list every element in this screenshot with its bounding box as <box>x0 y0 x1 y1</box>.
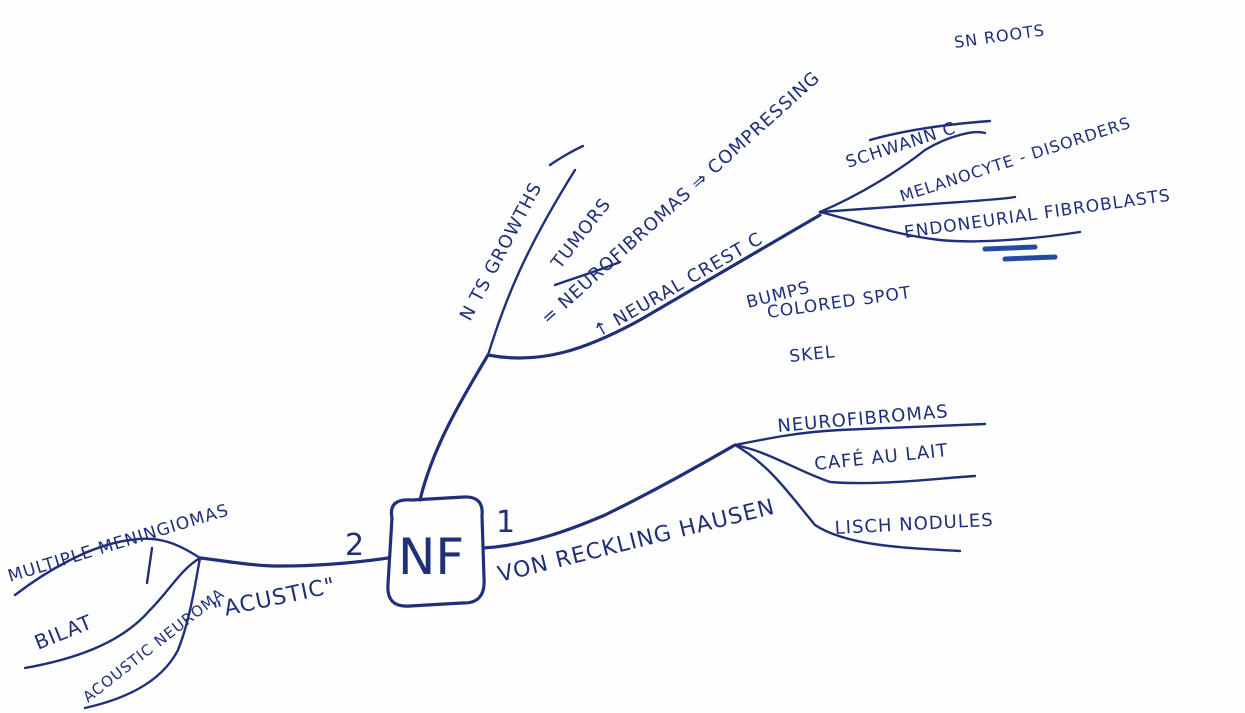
underline-tumors <box>553 260 622 287</box>
branch-lisch <box>733 443 962 553</box>
branch-upper-stem <box>418 353 490 502</box>
branch-neurofibromas <box>733 422 987 447</box>
branch-melanocyte <box>818 195 1017 214</box>
underline-schwann <box>868 119 992 142</box>
label-sn-roots: SN ROOTS <box>953 20 1046 52</box>
center-box <box>386 495 486 608</box>
label-nts-growths: N TS GROWTHS <box>456 179 547 325</box>
branch-endoneurial <box>818 210 1082 243</box>
type1-feature-neurofibromas: NEUROFIBROMAS <box>777 401 950 437</box>
branch-type2 <box>198 556 390 568</box>
branch-cafe-au-lait <box>733 443 977 485</box>
type2-name: "ACUSTIC" <box>211 574 338 624</box>
center-label: NF <box>398 528 464 586</box>
branch-type1 <box>481 443 737 550</box>
underline-heavy-1 <box>982 244 1038 252</box>
branch-meningiomas <box>13 537 202 597</box>
type1-number: 1 <box>496 505 515 540</box>
crest-endoneurial: ENDONEURIAL FIBROBLASTS <box>903 186 1172 243</box>
type2-feature-bilat: BILAT <box>31 610 96 655</box>
crest-schwann: SCHWANN C <box>843 118 958 172</box>
branch-acoustic-neuroma <box>83 556 202 710</box>
type1-feature-lisch: LISCH NODULES <box>834 510 994 539</box>
type1-feature-cafe-au-lait: CAFÉ AU LAIT <box>813 439 949 475</box>
finding-skel: SKEL <box>788 342 836 367</box>
divider-stroke <box>145 546 154 585</box>
type1-name: VON RECKLING HAUSEN <box>495 495 777 588</box>
branch-schwann <box>818 131 987 214</box>
underline-heavy-2 <box>1002 254 1058 262</box>
type2-number: 2 <box>345 528 364 563</box>
branch-neural-crest <box>486 213 822 360</box>
underline-growths <box>548 144 585 167</box>
branch-bilat <box>23 556 202 670</box>
branch-growths <box>486 168 577 357</box>
